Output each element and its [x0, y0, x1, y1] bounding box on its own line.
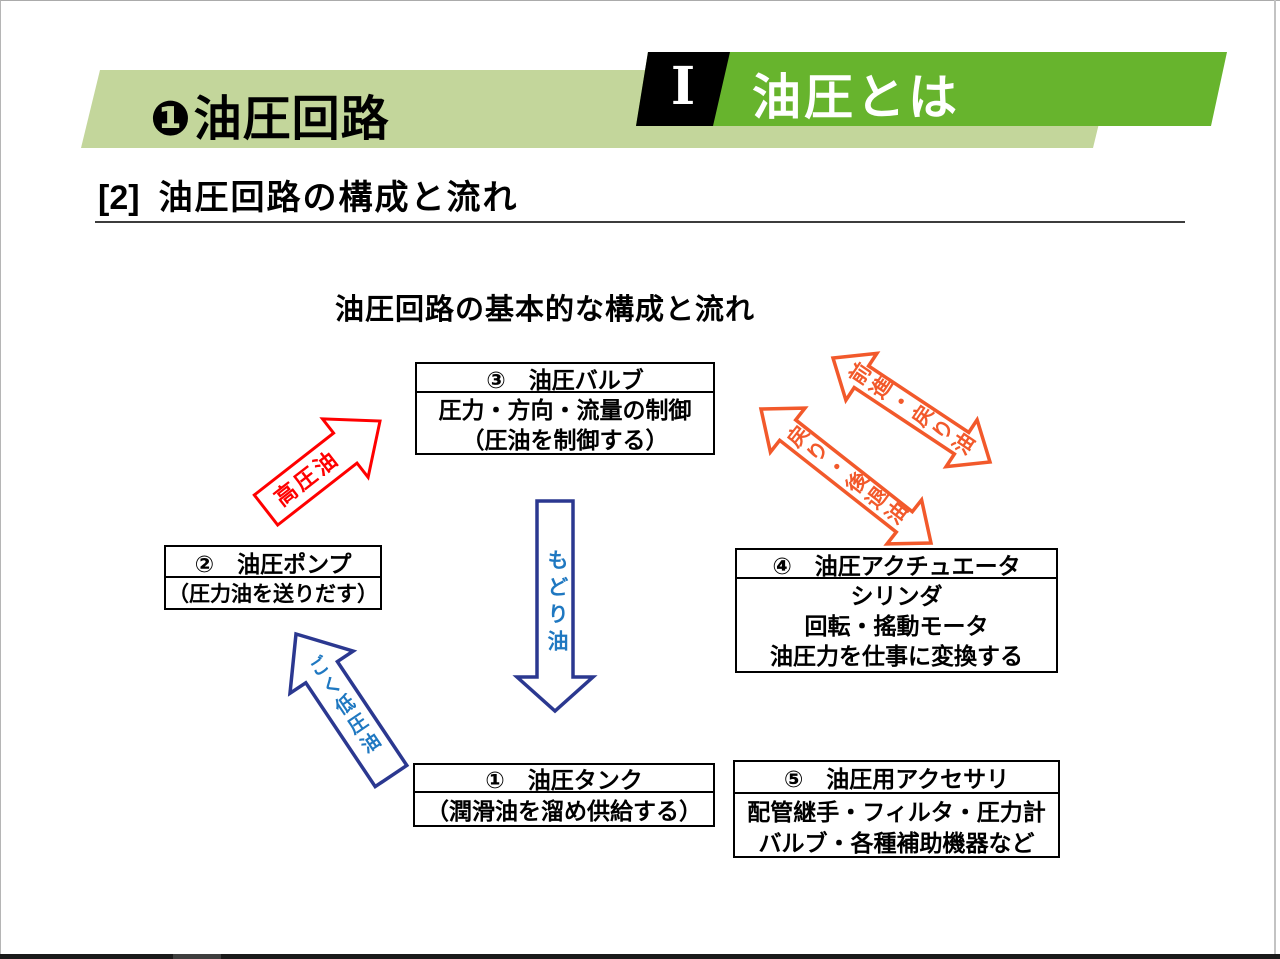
bottom-bar: [0, 954, 1280, 959]
box-valve-header: ③ 油圧バルブ: [417, 364, 713, 393]
return-oil-label: もどり油: [545, 549, 568, 657]
section-number-badge: ❶: [150, 93, 192, 146]
forward-return-oil-label: 前進・戻り油: [843, 359, 981, 463]
box-tank-line: （潤滑油を溜め供給する）: [426, 798, 702, 824]
high-pressure-oil-label: 高圧油: [269, 445, 345, 512]
box-hydraulic-pump: ② 油圧ポンプ （圧力油を送りだす）: [164, 545, 382, 610]
heading-divider: [95, 221, 1185, 223]
heading-index: [2]: [98, 179, 140, 217]
slide-right-border: [1274, 0, 1276, 954]
diagram-title: 油圧回路の基本的な構成と流れ: [335, 294, 756, 326]
box-accessories-header: ⑤ 油圧用アクセサリ: [735, 762, 1058, 794]
box-pump-header: ② 油圧ポンプ: [166, 547, 380, 578]
chapter-title: 油圧とは: [752, 71, 961, 125]
box-accessories-line: バルブ・各種補助機器など: [758, 829, 1035, 856]
box-accessories-line: 配管継手・フィルタ・圧力計: [747, 798, 1046, 825]
box-hydraulic-actuator: ④ 油圧アクチュエータ シリンダ 回転・搖動モータ 油圧力を仕事に変換する: [735, 548, 1058, 673]
box-hydraulic-valve: ③ 油圧バルブ 圧力・方向・流量の制御 （圧油を制御する）: [415, 362, 715, 455]
return-backward-oil-label: 戻り・後退油: [781, 421, 914, 532]
box-valve-line: （圧油を制御する）: [461, 427, 669, 453]
box-hydraulic-accessories: ⑤ 油圧用アクセサリ 配管継手・フィルタ・圧力計 バルブ・各種補助機器など: [733, 760, 1060, 858]
section-title-text: 油圧回路: [193, 93, 390, 146]
heading-title: 油圧回路の構成と流れ: [158, 179, 519, 217]
box-actuator-line: 油圧力を仕事に変換する: [770, 643, 1023, 669]
box-valve-line: 圧力・方向・流量の制御: [438, 397, 692, 423]
box-actuator-line: 回転・搖動モータ: [804, 613, 989, 639]
chapter-numeral: Ⅰ: [670, 59, 696, 116]
box-actuator-header: ④ 油圧アクチュエータ: [737, 550, 1056, 579]
chapter-banner-background: [636, 52, 1227, 126]
box-pump-line: （圧力油を送りだす）: [168, 583, 378, 606]
page-heading: [2] 油圧回路の構成と流れ: [98, 170, 519, 219]
box-hydraulic-tank: ① 油圧タンク （潤滑油を溜め供給する）: [413, 763, 715, 827]
section-title: ❶油圧回路: [150, 79, 390, 149]
low-pressure-oil-label: ごく低圧油: [303, 653, 385, 761]
box-actuator-line: シリンダ: [850, 583, 943, 609]
bottom-bar-segment: [173, 954, 221, 959]
chapter-numeral-box: [636, 52, 730, 126]
box-tank-header: ① 油圧タンク: [415, 765, 713, 793]
